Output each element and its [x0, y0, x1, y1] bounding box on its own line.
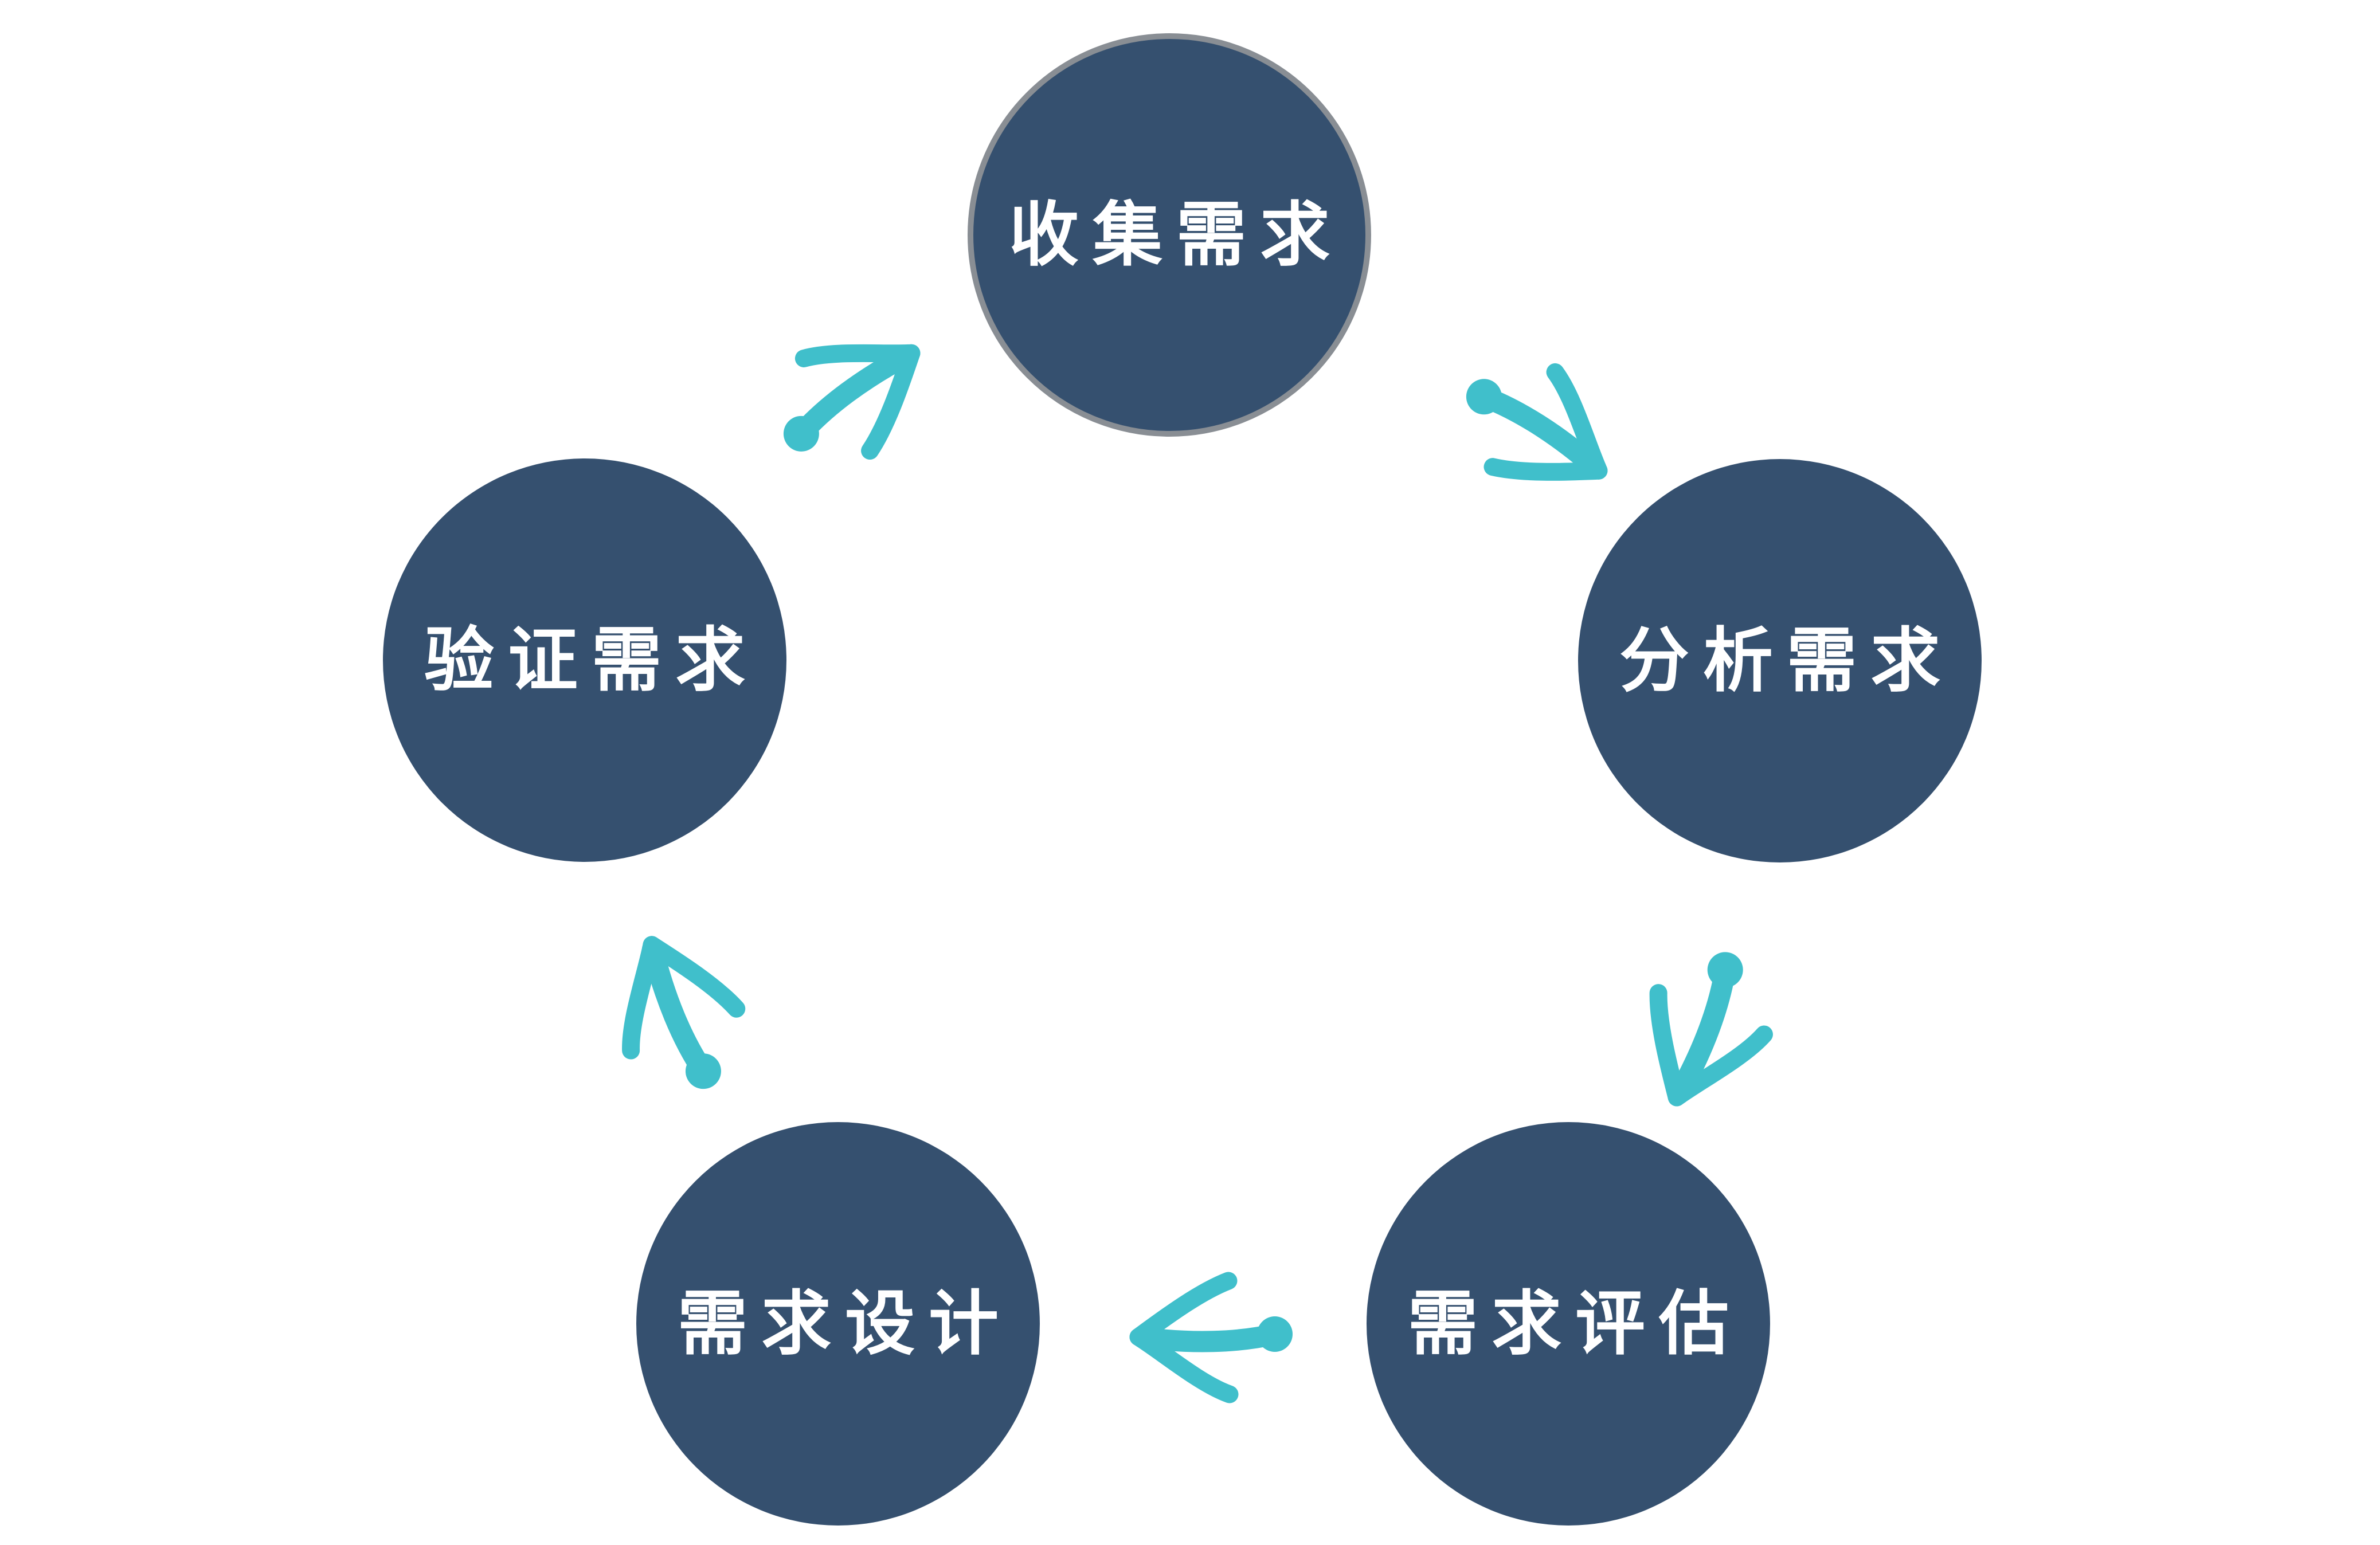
node-analyze-requirements: 分析需求	[1578, 459, 1982, 862]
node-evaluate-label: 需求评估	[1408, 1283, 1743, 1364]
node-design-requirements: 需求设计	[636, 1122, 1040, 1526]
arrow-design-to-verify-icon	[581, 906, 773, 1121]
arrow-analyze-to-evaluate-icon	[1608, 921, 1803, 1138]
node-analyze-label: 分析需求	[1619, 620, 1954, 701]
node-evaluate-requirements: 需求评估	[1367, 1122, 1770, 1526]
arrow-evaluate-to-design-icon	[1123, 1269, 1301, 1407]
node-design-label: 需求设计	[678, 1283, 1012, 1364]
node-verify-requirements: 验证需求	[383, 458, 786, 862]
arrow-collect-to-analyze-icon	[1426, 322, 1650, 535]
node-collect-label: 收集需求	[1009, 194, 1344, 276]
node-verify-label: 验证需求	[424, 619, 759, 701]
arrow-verify-to-collect-icon	[738, 287, 963, 501]
node-collect-requirements: 收集需求	[968, 33, 1371, 437]
